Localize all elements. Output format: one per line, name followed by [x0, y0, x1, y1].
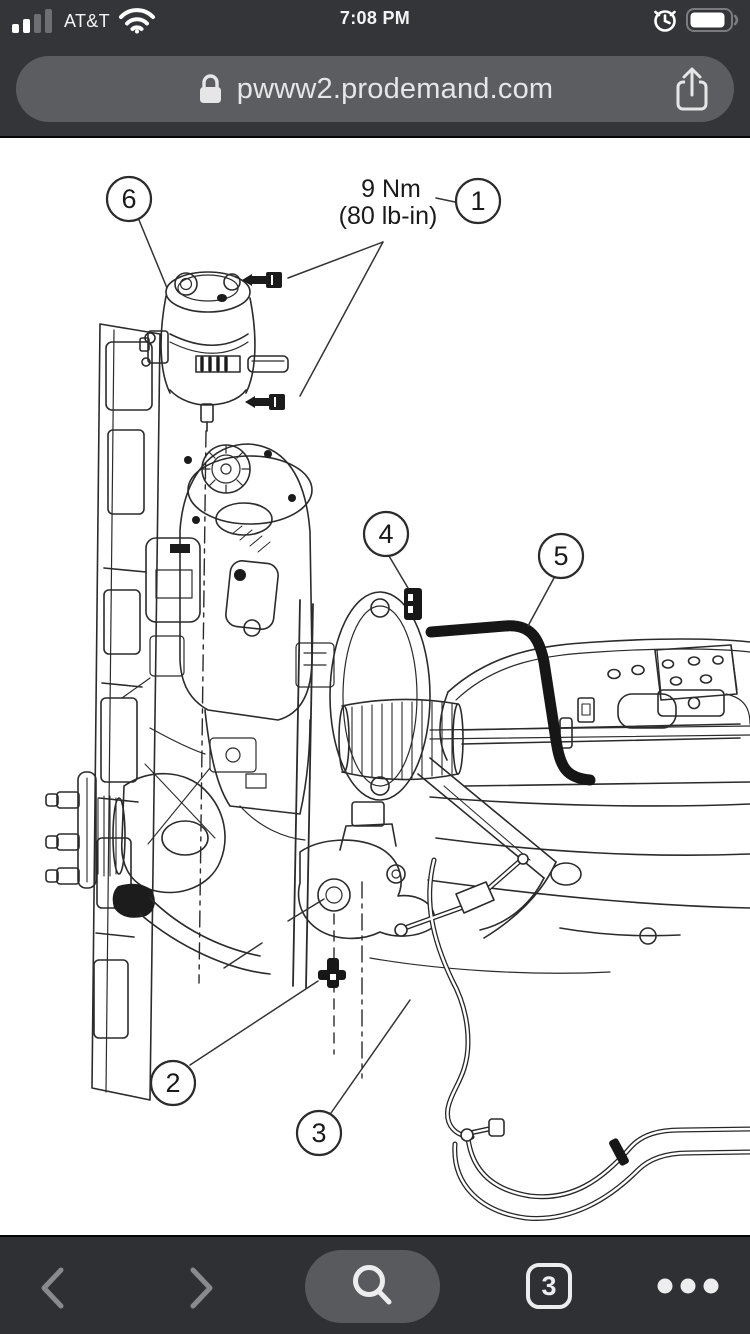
chevron-right-icon [190, 1267, 213, 1309]
reservoir-art [139, 271, 289, 432]
subframe-art [427, 638, 750, 945]
back-button[interactable] [40, 1267, 66, 1312]
callout-2: 2 [149, 1059, 197, 1107]
svg-text:4: 4 [378, 519, 393, 549]
parts-diagram: 9 Nm (80 lb-in) 6 1 4 [45, 175, 750, 1221]
ellipsis-icon [657, 1278, 719, 1294]
forward-button[interactable] [188, 1267, 214, 1312]
engine-bay-art [121, 599, 335, 989]
pulley-bellows-art [329, 591, 741, 801]
share-icon [676, 67, 708, 111]
bolt-art [242, 272, 285, 410]
callout-1: 1 [454, 177, 502, 225]
battery-icon [686, 8, 739, 32]
search-button[interactable] [305, 1250, 440, 1323]
svg-text:3: 3 [311, 1118, 326, 1148]
page-content: 9 Nm (80 lb-in) 6 1 4 [0, 138, 750, 1235]
centerline-art [198, 430, 207, 984]
callout-6: 6 [105, 175, 153, 223]
steering-gear-art [297, 801, 611, 1079]
lock-icon [199, 73, 221, 103]
svg-text:2: 2 [165, 1068, 180, 1098]
tabs-button[interactable]: 3 [526, 1263, 572, 1309]
frame-rail-art [91, 323, 161, 1101]
torque-label: 9 Nm (80 lb-in) [339, 175, 438, 230]
svg-text:6: 6 [121, 184, 136, 214]
more-button[interactable] [650, 1273, 726, 1299]
torque-value: 9 Nm [361, 175, 421, 203]
steering-lines-art [394, 853, 750, 1221]
callout-3: 3 [295, 1109, 343, 1157]
cellular-signal-icon [12, 9, 52, 33]
leader-lines [138, 197, 555, 1114]
svg-text:1: 1 [470, 186, 485, 216]
browser-toolbar: 3 [0, 1235, 750, 1334]
pressure-hose-art [425, 620, 596, 786]
clip-art [318, 588, 422, 988]
url-text: pwww2.prodemand.com [236, 72, 554, 105]
svg-text:5: 5 [553, 541, 568, 571]
hub-knuckle-art [45, 763, 271, 975]
address-bar[interactable]: pwww2.prodemand.com [16, 56, 734, 122]
strut-tower-art [145, 443, 313, 815]
magnifier-icon [352, 1264, 391, 1304]
carrier-label: AT&T [64, 11, 110, 31]
callouts: 6 1 4 5 2 [105, 175, 585, 1157]
browser-chrome-top: AT&T 7:08 PM [0, 0, 750, 138]
torque-value-alt: (80 lb-in) [339, 202, 438, 230]
wifi-icon [118, 8, 155, 34]
control-arm-art [417, 757, 582, 939]
callout-4: 4 [362, 510, 410, 558]
clock-time: 7:08 PM [339, 8, 411, 28]
chevron-left-icon [41, 1267, 64, 1309]
alarm-clock-icon [654, 10, 676, 32]
tab-count-badge: 3 [541, 1270, 557, 1301]
share-button[interactable] [670, 65, 714, 115]
status-bar: AT&T 7:08 PM [0, 0, 750, 44]
callout-5: 5 [537, 532, 585, 580]
